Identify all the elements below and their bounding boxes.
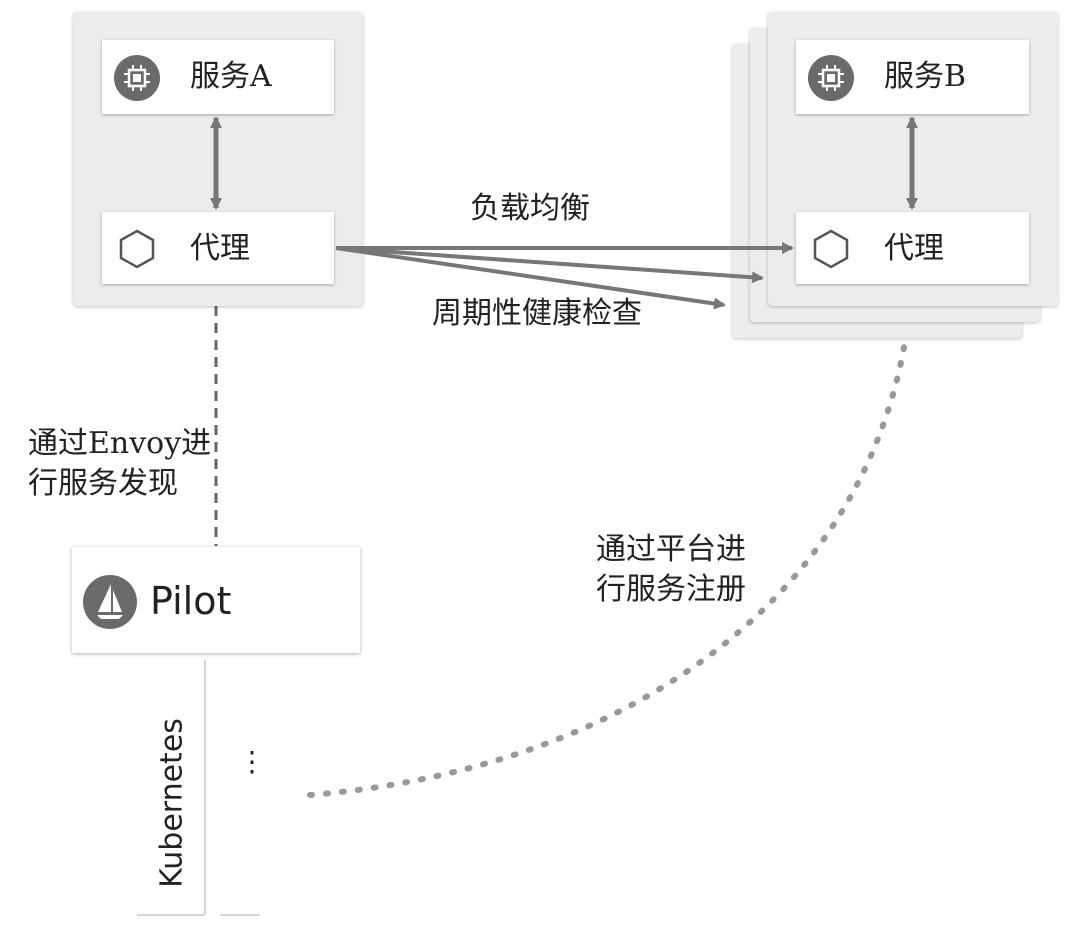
health-check-arrow — [335, 246, 726, 310]
more-platforms-ellipsis: ⋮ — [238, 745, 266, 778]
chip-icon — [114, 55, 160, 101]
proxy-a-card[interactable]: 代理 — [102, 212, 334, 284]
hexagon-icon — [114, 226, 160, 276]
service-a-card[interactable]: 服务A — [102, 40, 334, 114]
proxy-b-label: 代理 — [884, 231, 944, 266]
registration-label-line2: 行服务注册 — [596, 572, 746, 607]
chip-icon — [808, 55, 854, 101]
kubernetes-label: Kubernetes — [154, 718, 190, 888]
service-b-card[interactable]: 服务B — [796, 40, 1029, 114]
discovery-label-line2: 行服务发现 — [28, 466, 178, 501]
discovery-label-line1: 通过Envoy进 — [28, 426, 212, 461]
service-b-title: 服务B — [884, 59, 967, 94]
proxy-a-label: 代理 — [190, 231, 250, 266]
load-balancing-label: 负载均衡 — [470, 191, 590, 226]
hexagon-icon — [808, 226, 854, 276]
service-a-title: 服务A — [190, 59, 272, 94]
load-balancing-arrow-2 — [335, 246, 764, 284]
registration-dotted-curve — [307, 302, 913, 798]
proxy-b-card[interactable]: 代理 — [796, 212, 1029, 284]
pilot-label: Pilot — [150, 579, 232, 623]
sail-logo-icon — [82, 574, 138, 634]
health-check-label: 周期性健康检查 — [432, 296, 642, 331]
registration-label-line1: 通过平台进 — [596, 532, 746, 567]
